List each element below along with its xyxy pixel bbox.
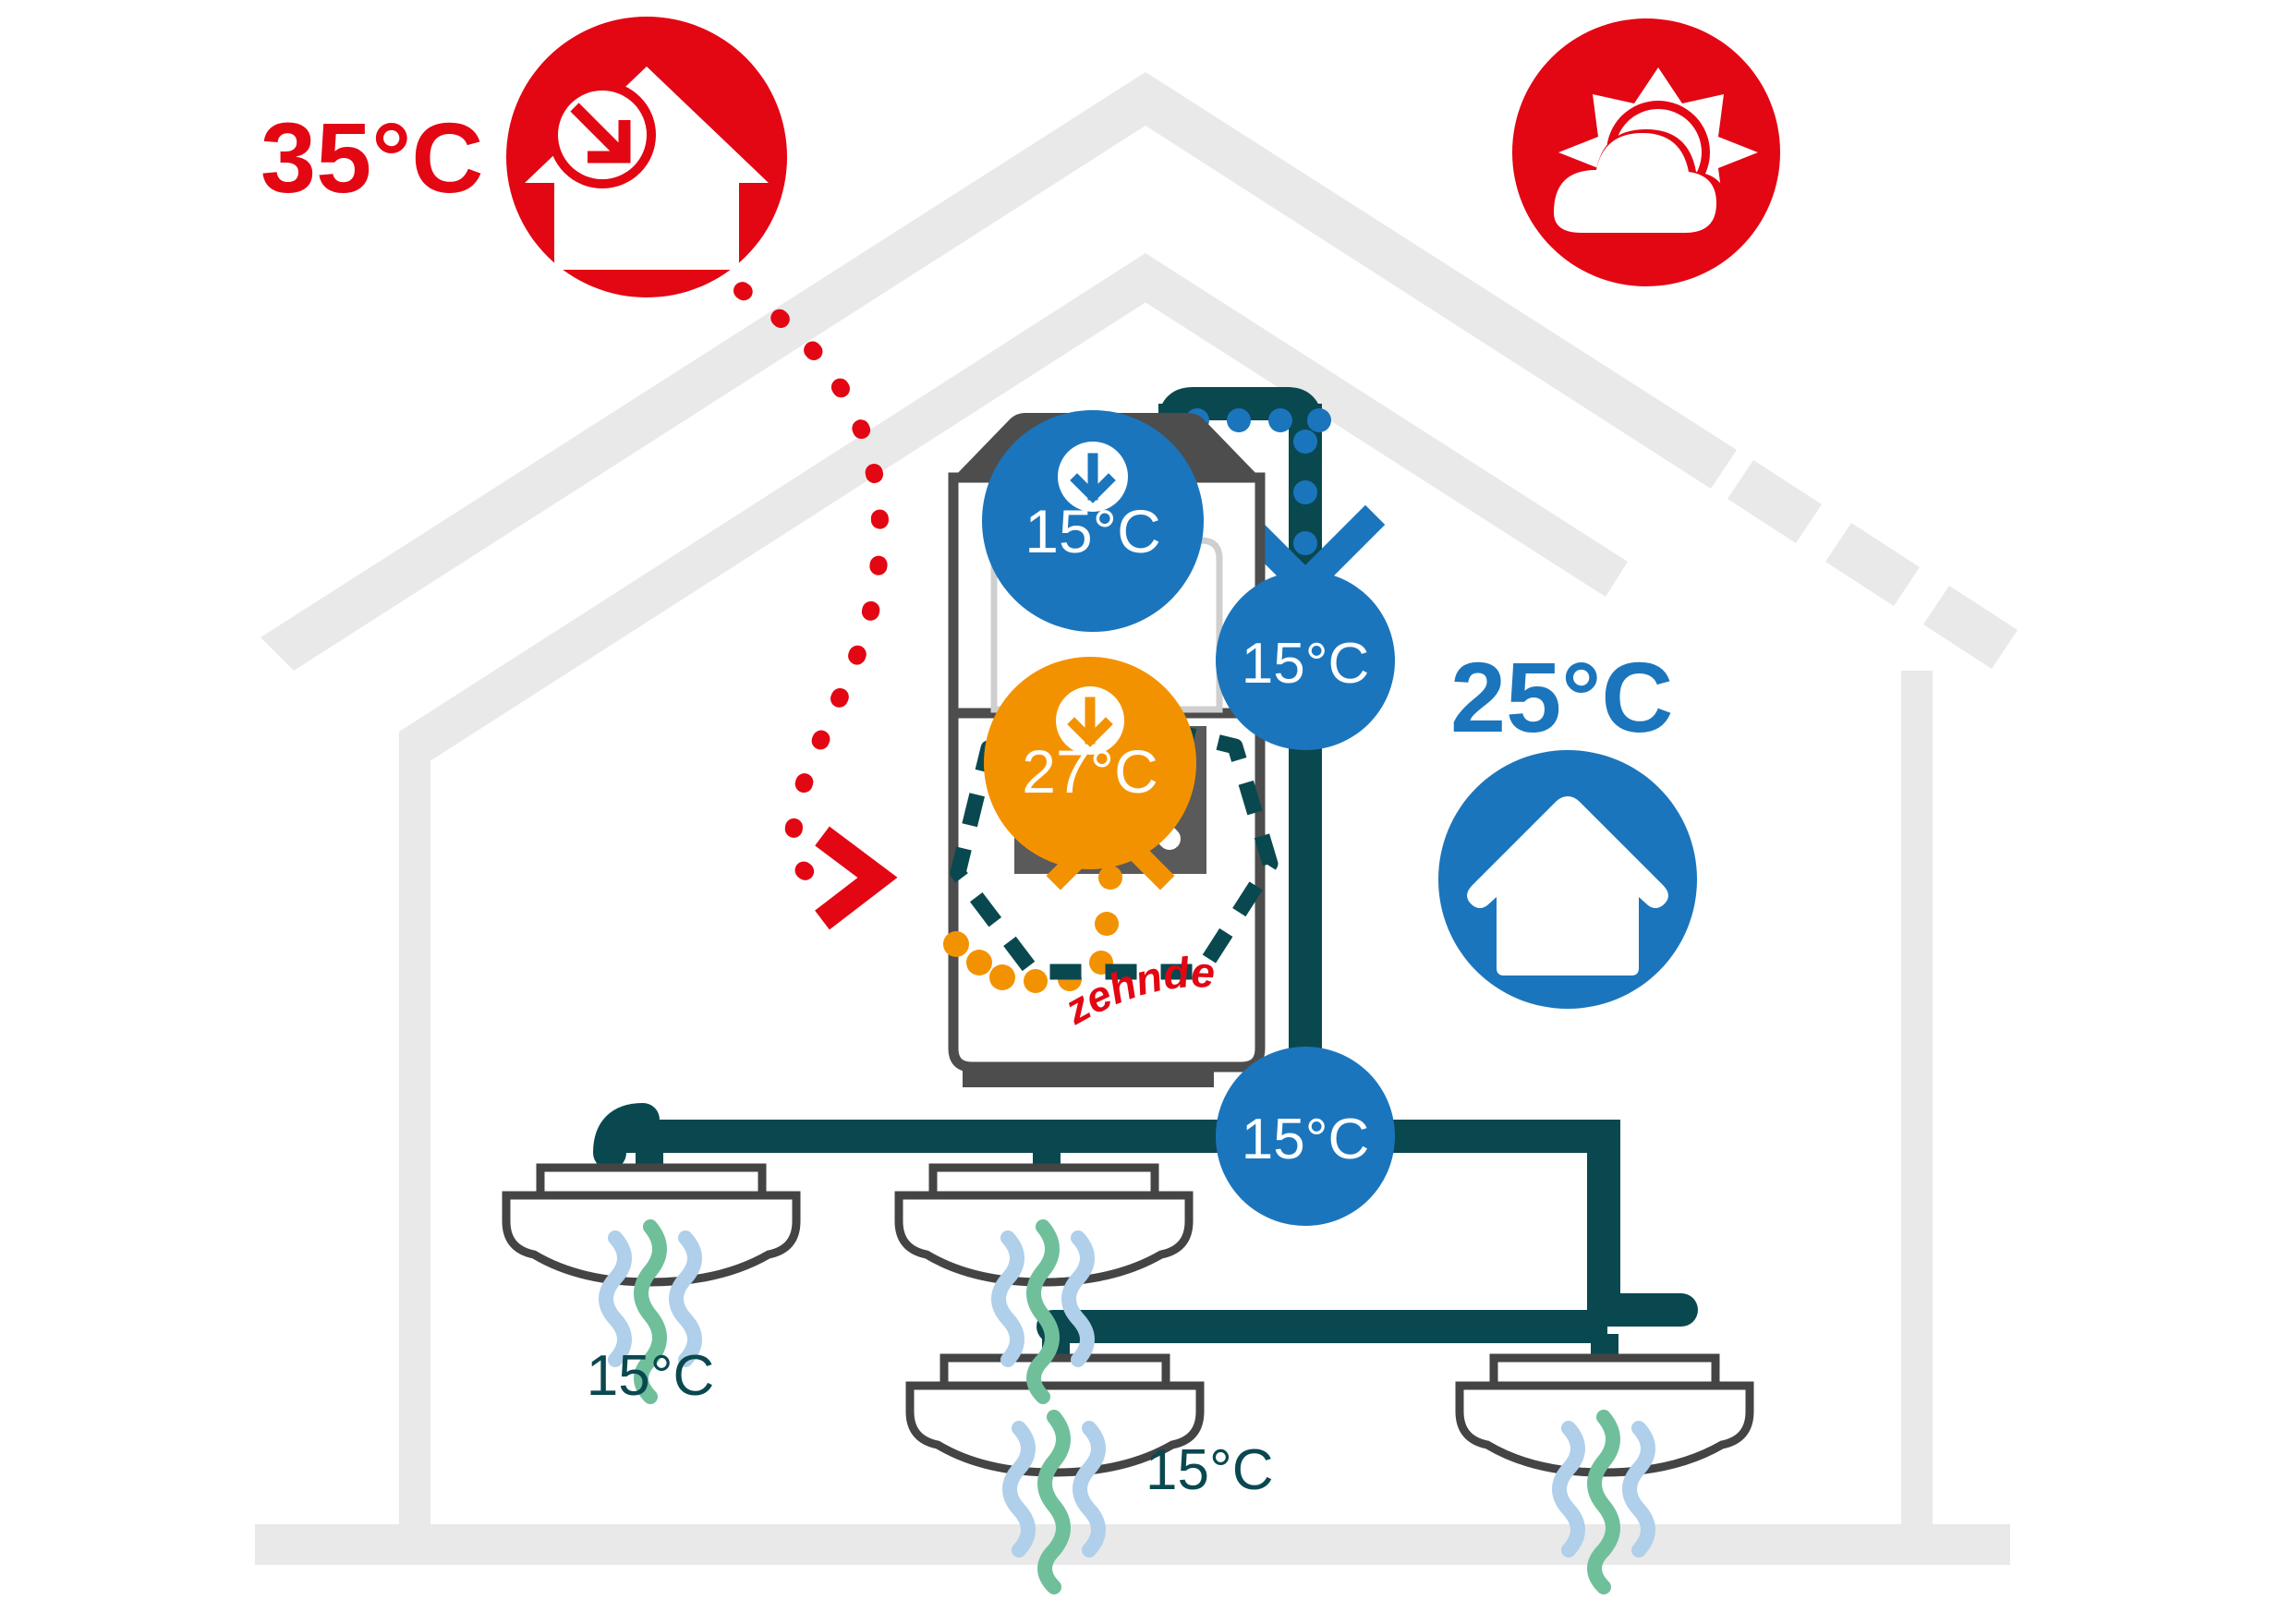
- svg-text:15°C: 15°C: [1024, 497, 1160, 565]
- wave-group-right: [1552, 1410, 1655, 1594]
- air-wave-icons: [599, 1219, 1655, 1594]
- house-outline: [255, 72, 2018, 1565]
- outdoor-temperature-label: 35°C: [261, 102, 483, 213]
- svg-text:27°C: 27°C: [1022, 737, 1158, 806]
- svg-text:15°C: 15°C: [1242, 1108, 1370, 1171]
- wave-group-center-low: [1002, 1410, 1106, 1594]
- diffuser-center-low-label: 15°C: [1146, 1438, 1274, 1502]
- sun-behind-cloud-icon: [1512, 18, 1780, 286]
- duct-supply-badge: 15°C: [1216, 571, 1395, 750]
- outdoor-intake-path: [693, 259, 898, 930]
- indoor-temperature-label: 25°C: [1450, 641, 1673, 753]
- diffuser-left-label: 15°C: [587, 1344, 715, 1408]
- unit-exchanger-badge: 27°C: [984, 657, 1196, 869]
- wave-group-left: [599, 1219, 702, 1404]
- unit-intake-badge: 15°C: [982, 410, 1204, 632]
- wave-group-center-top: [991, 1219, 1095, 1404]
- duct-manifold-badge: 15°C: [1216, 1047, 1395, 1226]
- heat-dots: [943, 866, 1122, 993]
- refrigerant-loop: [950, 708, 1279, 980]
- house-incoming-air-clock-icon: [506, 17, 787, 297]
- svg-text:15°C: 15°C: [1242, 632, 1370, 696]
- house-icon: [1438, 750, 1697, 1009]
